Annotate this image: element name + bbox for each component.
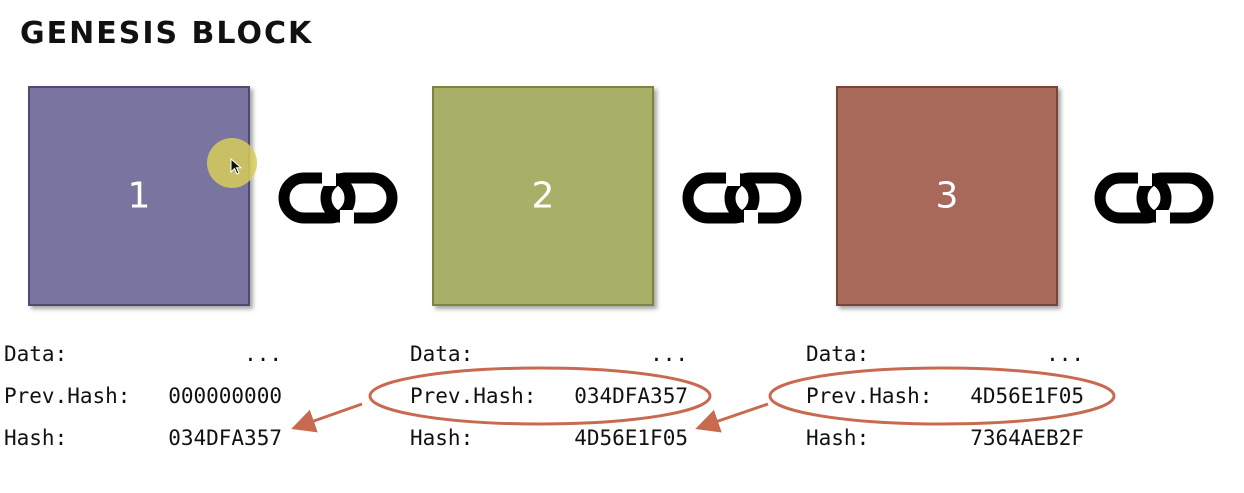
prev-hash-label: Prev.Hash: [806,384,933,408]
block-3: 3 [836,86,1058,306]
data-row: Data: ... [4,338,294,380]
block-number: 2 [531,175,555,217]
data-row: Data: ... [806,338,1096,380]
hash-label: Hash: [410,426,474,450]
block-2-info: Data: ... Prev.Hash: 034DFA357 Hash: 4D5… [410,338,700,464]
block-1-info: Data: ... Prev.Hash: 000000000 Hash: 034… [4,338,294,464]
block-2: 2 [432,86,654,306]
data-label: Data: [806,342,870,366]
link-arrow [695,402,769,433]
block-3-info: Data: ... Prev.Hash: 4D56E1F05 Hash: 736… [806,338,1096,464]
block-number: 3 [935,175,959,217]
block-1: 1 [28,86,250,306]
data-row: Data: ... [410,338,700,380]
page-title: GENESIS BLOCK [20,16,314,51]
hash-value: 034DFA357 [168,426,282,450]
prev-hash-value: 034DFA357 [574,384,688,408]
hash-label: Hash: [4,426,68,450]
prev-hash-label: Prev.Hash: [4,384,131,408]
data-value: ... [650,342,688,366]
prev-hash-label: Prev.Hash: [410,384,537,408]
chain-link-icon [278,170,398,226]
link-arrow [291,402,363,433]
prev-hash-row: Prev.Hash: 000000000 [4,380,294,422]
prev-hash-value: 000000000 [168,384,282,408]
data-label: Data: [410,342,474,366]
hash-label: Hash: [806,426,870,450]
prev-hash-value: 4D56E1F05 [970,384,1084,408]
hash-row: Hash: 034DFA357 [4,422,294,464]
hash-value: 7364AEB2F [970,426,1084,450]
hash-row: Hash: 7364AEB2F [806,422,1096,464]
data-value: ... [244,342,282,366]
chain-link-icon [682,170,802,226]
hash-value: 4D56E1F05 [574,426,688,450]
data-value: ... [1046,342,1084,366]
data-label: Data: [4,342,68,366]
chain-link-icon [1094,170,1214,226]
mouse-pointer-icon [230,158,243,175]
prev-hash-row: Prev.Hash: 034DFA357 [410,380,700,422]
prev-hash-row: Prev.Hash: 4D56E1F05 [806,380,1096,422]
block-number: 1 [127,175,151,217]
hash-row: Hash: 4D56E1F05 [410,422,700,464]
